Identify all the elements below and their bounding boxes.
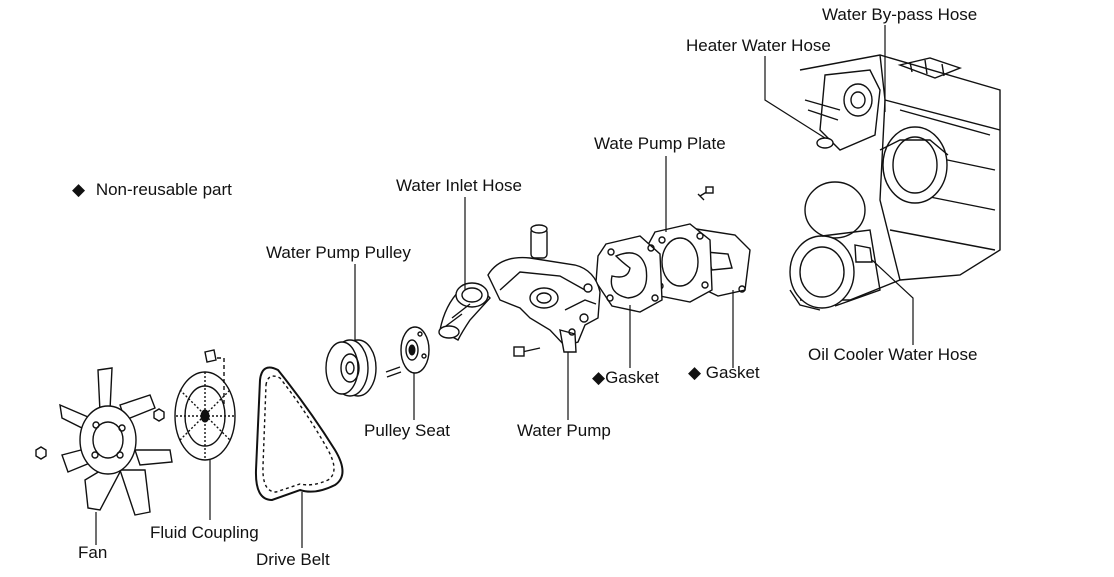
label-fan: Fan — [78, 543, 108, 562]
legend: ◆ Non-reusable part — [72, 180, 232, 200]
water-pump-shape — [487, 224, 601, 353]
fan-shape — [59, 367, 173, 516]
fan-nuts — [35, 408, 165, 460]
gasket-left-shape — [595, 235, 663, 313]
engine-block — [789, 54, 1001, 311]
pump-bolt — [513, 346, 541, 357]
fluid-coupling-shape — [174, 349, 236, 461]
label-water-inlet-hose: Water Inlet Hose — [396, 176, 522, 195]
pulley-seat-shape — [385, 326, 430, 378]
drive-belt-shape — [254, 366, 344, 502]
label-gasket-left: ◆Gasket — [592, 368, 659, 387]
leader-lines — [95, 25, 914, 548]
legend-text: Non-reusable part — [95, 180, 232, 199]
label-water-pump: Water Pump — [517, 421, 611, 440]
label-water-pump-plate: Wate Pump Plate — [594, 134, 726, 153]
label-pulley-seat: Pulley Seat — [364, 421, 450, 440]
plate-bolt — [697, 186, 714, 201]
non-reusable-symbol: ◆ — [72, 180, 86, 199]
label-drive-belt: Drive Belt — [256, 550, 330, 569]
water-inlet-hose-shape — [438, 282, 491, 341]
label-oil-cooler-water-hose: Oil Cooler Water Hose — [808, 345, 978, 364]
water-pump-pulley-shape — [325, 339, 377, 397]
label-heater-water-hose: Heater Water Hose — [686, 36, 831, 55]
label-water-bypass-hose: Water By-pass Hose — [822, 5, 978, 24]
label-fluid-coupling: Fluid Coupling — [150, 523, 259, 542]
label-water-pump-pulley: Water Pump Pulley — [266, 243, 411, 262]
label-gasket-right: ◆ Gasket — [688, 363, 760, 382]
